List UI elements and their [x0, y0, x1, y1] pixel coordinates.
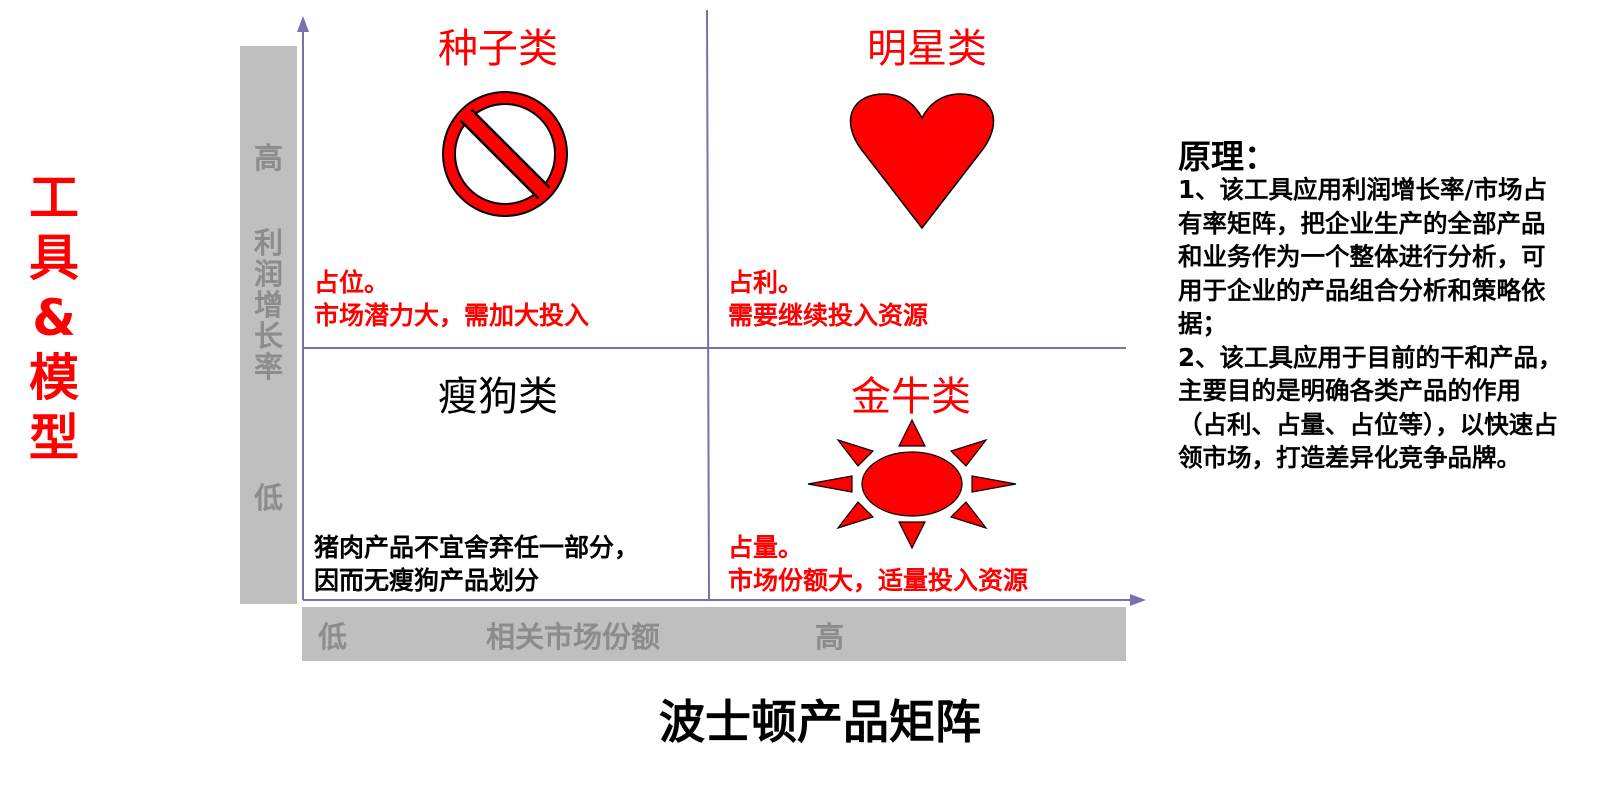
principle-point-1: 1、该工具应用利润增长率/市场占有率矩阵，把企业生产的全部产品和业务作为一个整体… — [1178, 175, 1547, 338]
quadrant-cow-title: 金牛类 — [851, 374, 971, 420]
x-axis-arrow — [1130, 594, 1146, 606]
principle-point-2: 2、该工具应用于目前的干和产品，主要目的是明确各类产品的作用（占利、占量、占位等… — [1178, 342, 1563, 473]
quadrant-dog-desc: 猪肉产品不宜舍弃任一部分， 因而无瘦狗产品划分 — [314, 533, 640, 595]
quadrant-star-desc: 占利。 需要继续投入资源 — [728, 268, 929, 330]
principle-text: 1、该工具应用利润增长率/市场占有率矩阵，把企业生产的全部产品和业务作为一个整体… — [1178, 173, 1568, 475]
heart-icon — [849, 93, 995, 230]
x-axis-label: 相关市场份额 — [486, 620, 661, 654]
y-axis-bar — [240, 46, 297, 604]
x-axis-low-label: 低 — [318, 620, 348, 654]
side-title: 工 具 & 模 型 — [29, 169, 79, 467]
no-entry-icon — [442, 91, 568, 217]
y-axis-arrow — [297, 16, 309, 32]
main-title: 波士顿产品矩阵 — [659, 695, 981, 749]
matrix-lines — [302, 9, 1134, 601]
quadrant-seed-desc: 占位。 市场潜力大，需加大投入 — [314, 268, 590, 330]
quadrant-star-title: 明星类 — [867, 26, 987, 72]
vertical-divider — [706, 9, 710, 601]
x-axis-high-label: 高 — [815, 620, 845, 654]
quadrant-seed-title: 种子类 — [438, 26, 558, 72]
y-axis-label: 利 润 增 长 率 — [253, 226, 283, 384]
principle-heading: 原理： — [1178, 137, 1277, 176]
sun-icon — [807, 418, 1017, 550]
quadrant-cow-desc: 占量。 市场份额大，适量投入资源 — [728, 533, 1029, 595]
y-axis-low-label: 低 — [253, 481, 283, 515]
quadrant-dog-title: 瘦狗类 — [438, 374, 558, 420]
x-axis-bar — [302, 607, 1126, 661]
y-axis-high-label: 高 — [253, 141, 283, 175]
